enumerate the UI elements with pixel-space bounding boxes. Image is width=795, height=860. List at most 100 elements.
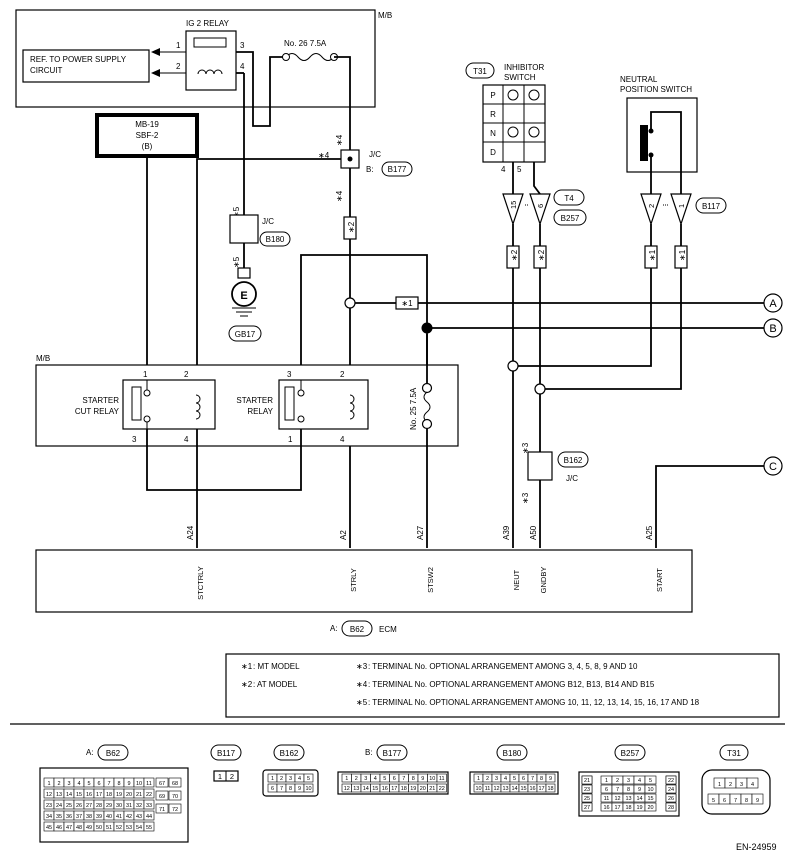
note-star5-mark: ∗5 (356, 698, 368, 707)
svg-text:34: 34 (46, 814, 52, 820)
svg-text:11: 11 (485, 786, 491, 792)
ig2-pin-1: 1 (176, 41, 181, 50)
t31-title1: INHIBITOR (504, 63, 545, 72)
starter-relay-coil-icon (349, 394, 355, 420)
note-star5-text: : TERMINAL No. OPTIONAL ARRANGEMENT AMON… (368, 698, 700, 707)
svg-text:12: 12 (46, 792, 52, 798)
t31-pin-4: 4 (501, 165, 506, 174)
sr-pin-3: 3 (287, 370, 292, 379)
t4-pin-15-terminal (502, 193, 524, 226)
svg-text:41: 41 (116, 814, 122, 820)
ecm-label: ECM (379, 625, 397, 634)
svg-text:28: 28 (668, 805, 674, 811)
jc-b162-badge (557, 451, 589, 468)
ig2-relay-coil-icon (197, 69, 223, 75)
ig2-pin-4: 4 (240, 62, 245, 71)
svg-text:14: 14 (636, 796, 642, 802)
arrow-left-icon (151, 69, 160, 77)
ecm-term-a25: A25 (645, 525, 654, 540)
bc-b62-name: B62 (106, 749, 121, 758)
svg-text:12: 12 (344, 786, 350, 792)
connector-a-badge (763, 293, 783, 313)
svg-text:35: 35 (56, 814, 62, 820)
svg-text:9: 9 (638, 787, 641, 793)
svg-text:2: 2 (230, 772, 234, 781)
svg-text:6: 6 (271, 786, 274, 792)
gb17-badge (228, 325, 262, 342)
svg-text:7: 7 (616, 787, 619, 793)
svg-text:3: 3 (364, 776, 367, 782)
svg-text:7: 7 (402, 776, 405, 782)
jc-b180-mark-bottom: ∗5 (232, 256, 241, 268)
ecm-name-strly: STRLY (349, 568, 358, 592)
arrow-left-icon (151, 48, 160, 56)
t31-pos-r: R (490, 110, 496, 119)
ecm-term-a27: A27 (416, 525, 425, 540)
svg-text:27: 27 (584, 805, 590, 811)
fuse-25-label: No. 25 7.5A (409, 387, 418, 430)
svg-text:16: 16 (86, 792, 92, 798)
svg-text:40: 40 (106, 814, 112, 820)
ecm-prefix: A: (330, 624, 338, 633)
svg-text:22: 22 (668, 778, 674, 784)
sr-pin-4: 4 (340, 435, 345, 444)
connector-a-label: A (769, 298, 777, 310)
svg-text:50: 50 (96, 825, 102, 831)
svg-text:9: 9 (421, 776, 424, 782)
svg-text:17: 17 (538, 786, 544, 792)
svg-text:1: 1 (47, 781, 50, 787)
svg-text:10: 10 (475, 786, 481, 792)
svg-text:13: 13 (353, 786, 359, 792)
svg-text:19: 19 (116, 792, 122, 798)
starter-cut-relay-line1: STARTER (82, 396, 119, 405)
ig2-pin-2: 2 (176, 62, 181, 71)
svg-text:4: 4 (504, 776, 507, 782)
svg-text:39: 39 (96, 814, 102, 820)
svg-text:8: 8 (627, 787, 630, 793)
svg-text:32: 32 (136, 803, 142, 809)
svg-text:4: 4 (751, 782, 754, 788)
svg-text:3: 3 (67, 781, 70, 787)
jc-b180-connector: B180 (266, 235, 285, 244)
bc-b162-name: B162 (280, 749, 299, 758)
svg-text:22: 22 (146, 792, 152, 798)
neutral-title2: POSITION SWITCH (620, 85, 692, 94)
svg-text:4: 4 (298, 776, 301, 782)
svg-text:22: 22 (439, 786, 445, 792)
svg-text:70: 70 (172, 794, 178, 800)
svg-text:16: 16 (529, 786, 535, 792)
note-star1-mark: ∗1 (241, 662, 253, 671)
svg-text:8: 8 (117, 781, 120, 787)
svg-text:15: 15 (372, 786, 378, 792)
svg-text:9: 9 (549, 776, 552, 782)
svg-text:6: 6 (605, 787, 608, 793)
neutral-star1-a: ∗1 (648, 249, 657, 261)
jc-b180-connector-badge (259, 231, 291, 247)
gb17-label: GB17 (235, 330, 256, 339)
scr-pin-2: 2 (184, 370, 189, 379)
svg-text:23: 23 (46, 803, 52, 809)
svg-text:4: 4 (77, 781, 80, 787)
note-star3-text: : TERMINAL No. OPTIONAL ARRANGEMENT AMON… (368, 662, 638, 671)
svg-text:1: 1 (271, 776, 274, 782)
starter-relay-line1: STARTER (236, 396, 273, 405)
svg-text:30: 30 (116, 803, 122, 809)
neutral-pin-2-terminal (640, 193, 662, 226)
svg-text:8: 8 (412, 776, 415, 782)
svg-text:31: 31 (126, 803, 132, 809)
ref-power-line1: REF. TO POWER SUPPLY (30, 55, 127, 64)
svg-text:16: 16 (603, 805, 609, 811)
jc-b177-prefix: B: (366, 165, 374, 174)
t4-pin-6-terminal (529, 193, 551, 226)
jc-b162-box (527, 451, 553, 481)
svg-text:26: 26 (76, 803, 82, 809)
svg-text:3: 3 (289, 776, 292, 782)
svg-text:2: 2 (616, 778, 619, 784)
note-star4-text: : TERMINAL No. OPTIONAL ARRANGEMENT AMON… (368, 680, 655, 689)
t31-pin-5: 5 (517, 165, 522, 174)
svg-text:7: 7 (734, 798, 737, 804)
svg-text:6: 6 (393, 776, 396, 782)
svg-text:9: 9 (127, 781, 130, 787)
note-star3-mark: ∗3 (356, 662, 368, 671)
sr-pin-2: 2 (340, 370, 345, 379)
